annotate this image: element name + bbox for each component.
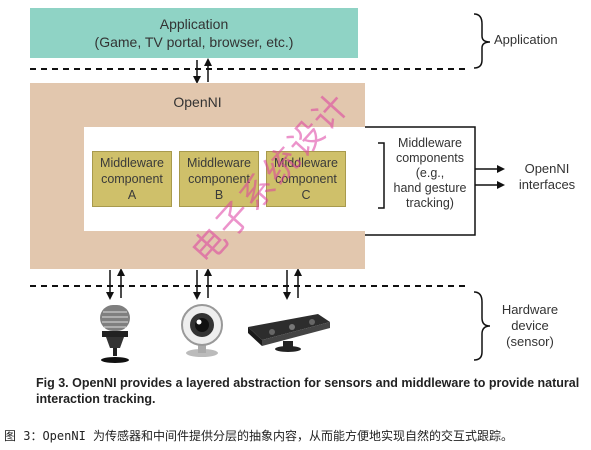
component-label-line2: component bbox=[275, 172, 337, 186]
component-label-line2: component bbox=[188, 172, 250, 186]
application-box: Application (Game, TV portal, browser, e… bbox=[30, 8, 358, 58]
hardware-line1: Hardware bbox=[501, 302, 559, 317]
middleware-component-c: Middleware component C bbox=[266, 151, 346, 207]
openni-interfaces-line1: OpenNI bbox=[524, 161, 570, 176]
component-label-line1: Middleware bbox=[274, 156, 338, 170]
note-line: components bbox=[395, 151, 465, 165]
microphone-icon bbox=[100, 305, 130, 363]
application-title: Application bbox=[159, 16, 229, 32]
hardware-bracket bbox=[473, 291, 491, 361]
note-line: Middleware bbox=[398, 136, 462, 150]
component-label-line2: component bbox=[101, 172, 163, 186]
hardware-line2: device bbox=[511, 318, 549, 333]
note-line: hand gesture bbox=[393, 181, 467, 195]
middleware-component-a: Middleware component A bbox=[92, 151, 172, 207]
middleware-components-note: Middleware components (e.g., hand gestur… bbox=[386, 136, 474, 211]
middleware-component-b: Middleware component B bbox=[179, 151, 259, 207]
note-line: tracking) bbox=[406, 196, 454, 210]
note-line: (e.g., bbox=[415, 166, 445, 180]
application-layer-label: Application bbox=[494, 32, 558, 47]
component-letter: A bbox=[127, 188, 137, 202]
component-letter: C bbox=[301, 188, 311, 202]
hardware-device-label: Hardware device (sensor) bbox=[490, 302, 570, 350]
openni-interfaces-line2: interfaces bbox=[518, 177, 576, 192]
depth-sensor-icon bbox=[248, 314, 330, 352]
component-label-line1: Middleware bbox=[100, 156, 164, 170]
webcam-icon bbox=[181, 304, 223, 357]
component-letter: B bbox=[214, 188, 224, 202]
application-subtitle: (Game, TV portal, browser, etc.) bbox=[94, 34, 294, 50]
openni-interfaces-label: OpenNI interfaces bbox=[505, 161, 589, 193]
figure-caption-chinese: 图 3：OpenNI 为传感器和中间件提供分层的抽象内容，从而能方便地实现自然的… bbox=[4, 429, 514, 443]
openni-title: OpenNI bbox=[173, 94, 222, 110]
components-bracket bbox=[378, 142, 385, 209]
application-bracket bbox=[473, 13, 491, 69]
component-label-line1: Middleware bbox=[187, 156, 251, 170]
figure-caption: Fig 3. OpenNI provides a layered abstrac… bbox=[36, 376, 580, 406]
hardware-line3: (sensor) bbox=[506, 334, 554, 349]
